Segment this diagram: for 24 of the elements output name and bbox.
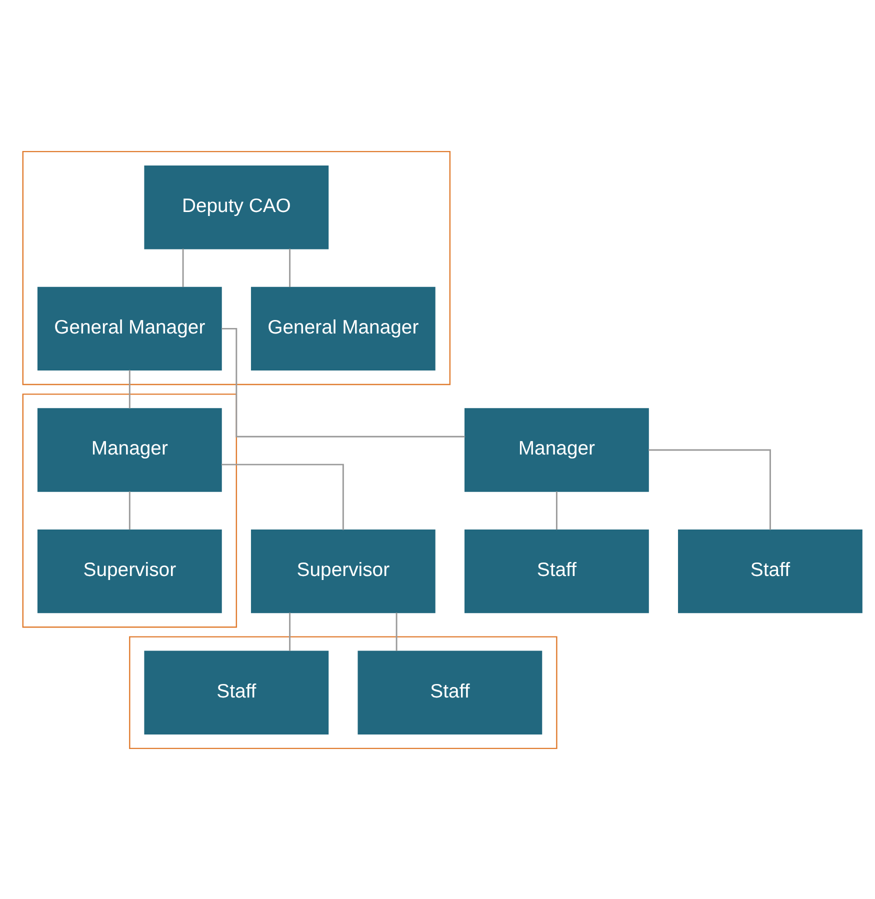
node-box: Staff (464, 528, 649, 613)
connector (396, 612, 398, 650)
node-box: Staff (678, 528, 862, 613)
node-box: Manager (37, 408, 222, 492)
connector (648, 448, 771, 530)
node-box: Supervisor (250, 528, 436, 613)
node-box: General Manager (37, 286, 222, 370)
connector (128, 370, 130, 408)
connector (128, 490, 130, 530)
connector (221, 463, 344, 530)
node-box: Manager (464, 408, 649, 492)
cluster (22, 150, 451, 385)
connector (289, 248, 291, 287)
node-box: Deputy CAO (144, 165, 329, 249)
connector (289, 612, 291, 650)
node-box: General Manager (250, 286, 436, 370)
node-box: Staff (358, 650, 542, 734)
node-box: Supervisor (37, 528, 222, 613)
cluster (22, 393, 238, 628)
node-box: Staff (144, 650, 329, 734)
cluster (129, 636, 558, 749)
connector (556, 490, 558, 530)
connector (222, 327, 465, 437)
connector (182, 248, 184, 287)
